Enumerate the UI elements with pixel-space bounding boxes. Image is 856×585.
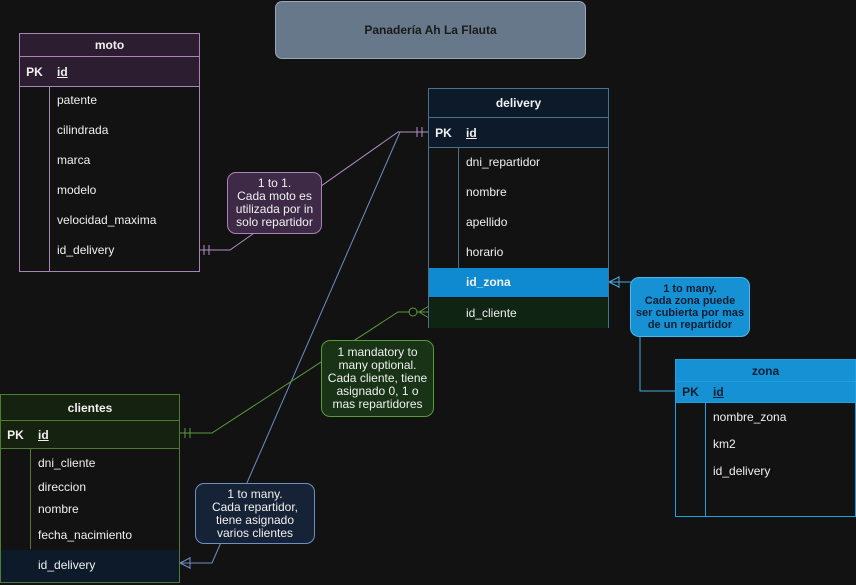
moto-table-header[interactable]: moto: [20, 34, 199, 57]
clientes-field-fecha-nacimiento[interactable]: fecha_nacimiento: [38, 528, 133, 542]
moto-field-marca[interactable]: marca: [57, 153, 91, 167]
moto-pk-row[interactable]: PK id: [20, 57, 199, 87]
zona-field-nombre-zona[interactable]: nombre_zona: [713, 410, 787, 424]
zona-table-header[interactable]: zona: [676, 360, 855, 382]
clientes-field-id-delivery[interactable]: id_delivery: [38, 558, 96, 572]
clientes-key-divider: [30, 449, 31, 549]
zona-field-id-delivery[interactable]: id_delivery: [713, 464, 771, 478]
note-zona-delivery[interactable]: 1 to many. Cada zona puede ser cubierta …: [630, 277, 750, 337]
clientes-pk-field[interactable]: id: [38, 427, 49, 442]
moto-field-patente[interactable]: patente: [57, 93, 98, 107]
delivery-field-id-cliente[interactable]: id_cliente: [466, 306, 517, 320]
delivery-key-divider: [458, 148, 459, 268]
moto-key-divider: [49, 87, 50, 272]
moto-table[interactable]: moto PK id patente cilindrada marca mode…: [19, 33, 200, 272]
zona-pk-label: PK: [682, 385, 699, 399]
clientes-row-id-delivery[interactable]: id_delivery: [1, 550, 179, 582]
clientes-field-nombre[interactable]: nombre: [38, 502, 79, 516]
delivery-row-id-cliente[interactable]: id_cliente: [429, 298, 608, 328]
delivery-field-apellido[interactable]: apellido: [466, 215, 508, 229]
delivery-pk-field[interactable]: id: [466, 125, 477, 140]
note-clientes-delivery-text: 1 mandatory to many optional. Cada clien…: [327, 345, 428, 411]
clientes-table-header[interactable]: clientes: [1, 395, 179, 421]
delivery-field-horario[interactable]: horario: [466, 245, 504, 259]
delivery-row-id-zona[interactable]: id_zona: [429, 268, 608, 297]
delivery-pk-label: PK: [435, 125, 452, 140]
clientes-pk-label: PK: [7, 427, 24, 442]
delivery-pk-row[interactable]: PK id: [429, 118, 608, 148]
moto-field-id-delivery[interactable]: id_delivery: [57, 243, 115, 257]
clientes-delivery-connector[interactable]: [180, 305, 430, 438]
moto-field-modelo[interactable]: modelo: [57, 183, 97, 197]
delivery-clientes-connector[interactable]: [179, 131, 401, 569]
delivery-field-dni-repartidor[interactable]: dni_repartidor: [466, 155, 541, 169]
diagram-title[interactable]: Panadería Ah La Flauta: [275, 1, 586, 59]
delivery-table-header[interactable]: delivery: [429, 89, 608, 118]
zona-field-km2[interactable]: km2: [713, 437, 736, 451]
delivery-table[interactable]: delivery PK id dni_repartidor nombre ape…: [428, 88, 609, 328]
note-clientes-delivery[interactable]: 1 mandatory to many optional. Cada clien…: [321, 340, 434, 417]
delivery-field-nombre[interactable]: nombre: [466, 185, 507, 199]
note-zona-delivery-text: 1 to many. Cada zona puede ser cubierta …: [635, 283, 745, 331]
note-delivery-clientes-text: 1 to many. Cada repartidor, tiene asigna…: [211, 486, 299, 540]
clientes-table[interactable]: clientes PK id dni_cliente direccion nom…: [0, 394, 180, 583]
note-moto-delivery-text: 1 to 1. Cada moto es utilizada por in so…: [235, 176, 314, 229]
moto-field-velocidad-maxima[interactable]: velocidad_maxima: [57, 213, 157, 227]
note-moto-delivery[interactable]: 1 to 1. Cada moto es utilizada por in so…: [227, 172, 322, 234]
note-delivery-clientes[interactable]: 1 to many. Cada repartidor, tiene asigna…: [195, 483, 315, 544]
moto-pk-label: PK: [26, 64, 43, 79]
clientes-field-dni-cliente[interactable]: dni_cliente: [38, 456, 96, 470]
zona-pk-field[interactable]: id: [713, 385, 724, 399]
moto-field-cilindrada[interactable]: cilindrada: [57, 123, 109, 137]
clientes-pk-row[interactable]: PK id: [1, 421, 179, 449]
zona-table[interactable]: zona PK id nombre_zona km2 id_delivery: [675, 359, 856, 517]
zona-pk-row[interactable]: PK id: [676, 382, 855, 403]
clientes-field-direccion[interactable]: direccion: [38, 480, 87, 494]
zona-key-divider: [705, 403, 706, 517]
moto-pk-field[interactable]: id: [57, 64, 68, 79]
delivery-field-id-zona[interactable]: id_zona: [466, 275, 511, 289]
